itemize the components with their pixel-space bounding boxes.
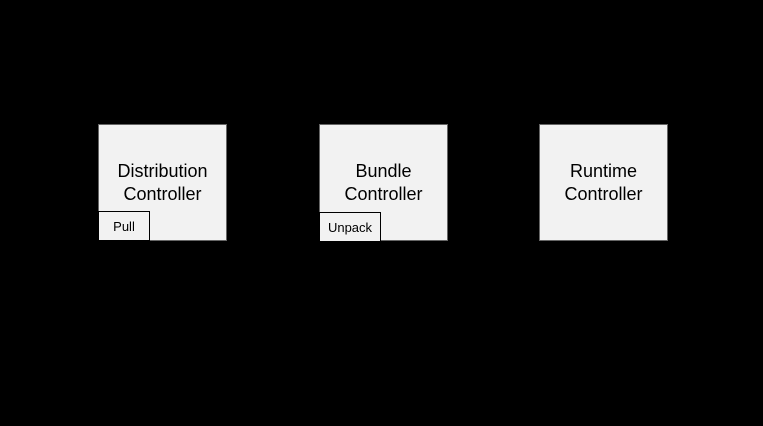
node-runtime-controller-label: Runtime Controller [564,160,643,204]
node-bundle-controller-label: Bundle Controller [344,160,423,204]
node-distribution-controller-label: Distribution Controller [117,160,208,204]
badge-pull: Pull [98,211,150,241]
badge-unpack-label: Unpack [327,219,373,235]
badge-unpack: Unpack [319,212,381,242]
node-runtime-controller: Runtime Controller [539,124,668,241]
badge-pull-label: Pull [113,218,135,234]
